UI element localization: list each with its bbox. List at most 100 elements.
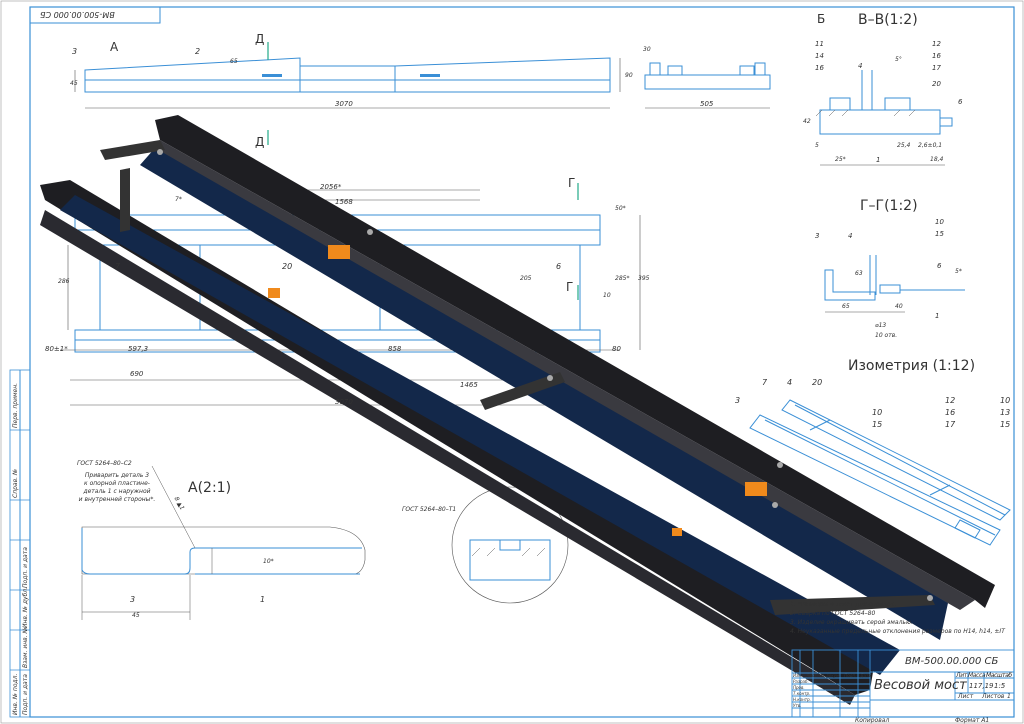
dim: 65 [842, 303, 850, 310]
dim: 5* [955, 268, 962, 275]
section-gg-title: Г–Г(1:2) [860, 198, 918, 214]
callout: 2 [195, 47, 201, 56]
drawing-title: Весовой мост [874, 678, 967, 693]
callout: 16 [945, 408, 956, 417]
dim: 205 [520, 275, 532, 282]
rear-panel [140, 148, 948, 640]
weld-size: 8 ▲1 [172, 495, 186, 512]
drawing-frame [29, 6, 1015, 718]
dim: 42 [803, 118, 811, 125]
callout: 3 [72, 47, 78, 56]
tech-note: 1. *Размеры и текст для справок. [790, 601, 897, 608]
dim: 90 [625, 72, 633, 79]
weld-note-line: и внутренней стороны*. [78, 496, 156, 503]
callout: 17 [932, 64, 941, 72]
dim: 80 [612, 345, 621, 353]
callout: 1 [260, 595, 266, 604]
scale-value: 1:5 [994, 682, 1006, 690]
weld-symbol-b: ГОСТ 5264–80–Т1 [402, 506, 457, 513]
callout: 11 [815, 40, 824, 48]
tech-note: 3. Изделие окрашивать серой эмалью. [790, 619, 913, 626]
detail-b [451, 486, 569, 604]
dim: 3070 [335, 398, 353, 406]
dim: 1465 [460, 381, 478, 389]
stamp-col: Изм. [793, 673, 803, 678]
side-label: Подп. и дата [22, 547, 29, 588]
callout: 15 [1000, 420, 1011, 429]
title-block [791, 649, 1015, 718]
side-label: Взам. инв. № [22, 627, 29, 668]
weld-note-line: деталь 1 с наружной [83, 488, 151, 495]
dim: 45 [132, 612, 140, 619]
callout: 16 [932, 52, 941, 60]
side-label: Перв. примен. [12, 382, 19, 428]
side-label: Справ. № [12, 468, 19, 498]
drawing-code: ВМ-500.00.000 СБ [905, 656, 999, 667]
tech-note: 2. Сварка по ГОСТ 5264–80 [790, 610, 876, 617]
callout: 10 [935, 218, 944, 226]
callout: 3 [735, 396, 741, 405]
dim: 25,4 [897, 142, 911, 149]
side-label: Инв. № дубл. [22, 586, 29, 628]
stamp-role: Пров. [793, 685, 805, 690]
section-gg [824, 255, 965, 313]
rail-assembly [40, 115, 995, 705]
rear-beam [155, 115, 995, 608]
callout: 3 [815, 232, 820, 240]
callout: 15 [935, 230, 944, 238]
detail-a-title: А(2:1) [188, 480, 232, 496]
top-elevation-view [74, 42, 621, 145]
stamp-col: Лист [806, 673, 817, 678]
callout: 13 [1000, 408, 1011, 417]
callout: 12 [932, 40, 941, 48]
side-label: Инв. № подл. [12, 673, 19, 715]
dim: 2056* [320, 183, 342, 191]
stamp-role: Т.контр. [793, 691, 811, 696]
view-g-label-2: Г [566, 280, 574, 294]
dim: 10* [263, 558, 274, 565]
dim: 25* [835, 156, 846, 163]
callout: 6 [958, 98, 963, 106]
view-b-label: Б [817, 12, 826, 26]
mass-value: 117,19 [969, 682, 994, 690]
weld-note-line: к опорной пластине- [84, 480, 150, 487]
dim: 505 [700, 100, 714, 108]
dim: 5° [895, 56, 902, 63]
callout: 3 [130, 595, 136, 604]
callout: 20 [282, 262, 293, 271]
weld-symbol-a: ГОСТ 5264–80–С2 [77, 460, 132, 467]
dim: 2,6±0,1 [918, 142, 943, 149]
dim: ⌀13 [875, 322, 887, 329]
callout: 4 [858, 62, 863, 70]
stamp-col: Подп. [844, 673, 857, 678]
callout: 4 [848, 232, 853, 240]
dim: 18,4 [930, 156, 944, 163]
dim: 30 [643, 46, 651, 53]
dim: 7* [175, 196, 182, 203]
dim: 1568 [335, 198, 353, 206]
dim: 285* [615, 275, 630, 282]
dim: 286 [58, 278, 70, 285]
callout: 20 [812, 378, 823, 387]
stamp-col: № докум. [820, 673, 841, 678]
dim: 858 [388, 345, 402, 353]
mass-label: Масса [968, 672, 986, 679]
callout: 14 [815, 52, 824, 60]
detail-a [81, 465, 366, 620]
callout: 15 [872, 420, 883, 429]
isometry-title: Изометрия (1:12) [848, 358, 976, 374]
sheet-label: Лист [958, 693, 974, 700]
tech-note: 4. Неуказанные предельные отклонения раз… [790, 628, 1005, 635]
copied-label: Копировал [855, 717, 890, 724]
callout: 7 [762, 378, 768, 387]
callout: 1 [876, 156, 881, 164]
dim: 10 [603, 292, 611, 299]
callout: 12 [945, 396, 956, 405]
stamp-col: Дата [860, 673, 871, 678]
dim: 45 [70, 80, 78, 87]
callout: 4 [787, 378, 793, 387]
callout: 6 [556, 262, 562, 271]
stamp-roles: Разраб. Пров. Т.контр. Н.контр. Утв. [793, 679, 811, 709]
code-box-rotated [29, 6, 161, 24]
